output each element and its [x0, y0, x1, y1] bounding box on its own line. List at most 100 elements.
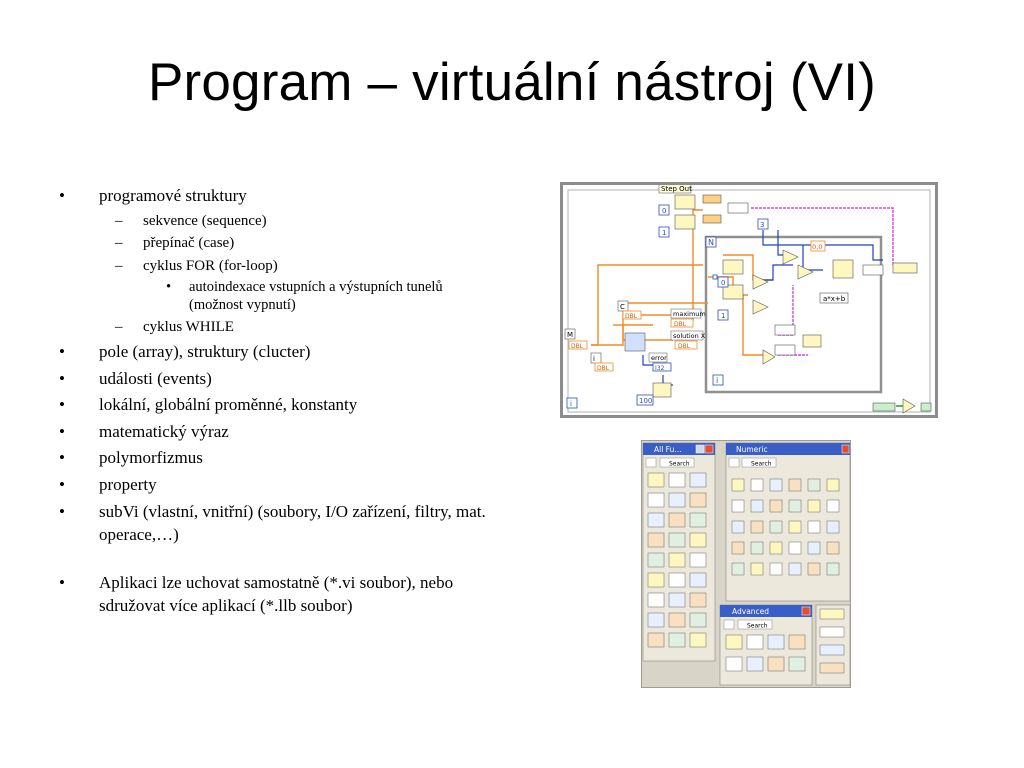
palette-function-icon-8[interactable]	[689, 512, 707, 528]
palette-function-icon-26[interactable]	[689, 632, 707, 648]
palette-function-icon-21[interactable]	[647, 612, 665, 628]
advanced-function-icon-3[interactable]	[788, 634, 806, 650]
numeric-function-icon-4[interactable]	[807, 478, 821, 492]
palette-function-icon-3[interactable]	[647, 492, 665, 508]
palette-function-icon-13[interactable]	[668, 552, 686, 568]
minimize-icon[interactable]	[695, 444, 705, 454]
numeric-function-icon-1[interactable]	[750, 478, 764, 492]
palette-function-icon-9[interactable]	[647, 532, 665, 548]
palette-function-icon-19[interactable]	[668, 592, 686, 608]
search-label-1: Search	[669, 461, 690, 468]
palette-function-icon-23[interactable]	[689, 612, 707, 628]
search-button-2[interactable]	[741, 457, 777, 468]
advanced-function-icon-7[interactable]	[788, 656, 806, 672]
numeric-function-icon-15[interactable]	[788, 520, 802, 534]
numeric-function-icon-6[interactable]	[731, 499, 745, 513]
numeric-function-icon-7[interactable]	[750, 499, 764, 513]
numeric-function-icon-19[interactable]	[750, 541, 764, 555]
close-icon[interactable]	[704, 444, 714, 454]
numeric-function-icon-5[interactable]	[826, 478, 840, 492]
numeric-function-icon-0[interactable]	[731, 478, 745, 492]
const-zero-b: 0	[721, 279, 725, 287]
const-three: 3	[760, 221, 764, 229]
dbl-tag-5: DBL	[678, 343, 691, 350]
numeric-function-icon-23[interactable]	[826, 541, 840, 555]
const-hundred: 100	[639, 397, 652, 405]
numeric-title: Numeric	[736, 445, 768, 454]
search-button-3[interactable]	[737, 619, 773, 630]
numeric-function-icon-16[interactable]	[807, 520, 821, 534]
palette-function-icon-18[interactable]	[647, 592, 665, 608]
advanced-title: Advanced	[732, 607, 769, 616]
palette-function-icon-12[interactable]	[647, 552, 665, 568]
side-function-icon-3[interactable]	[819, 662, 845, 674]
advanced-function-icon-4[interactable]	[725, 656, 743, 672]
up-arrow-icon-2[interactable]	[728, 457, 740, 468]
palette-function-icon-16[interactable]	[668, 572, 686, 588]
palette-function-icon-20[interactable]	[689, 592, 707, 608]
solution-label: solution X	[673, 332, 706, 340]
numeric-function-icon-17[interactable]	[826, 520, 840, 534]
numeric-function-icon-21[interactable]	[788, 541, 802, 555]
numeric-function-icon-9[interactable]	[788, 499, 802, 513]
search-button[interactable]	[659, 457, 695, 468]
maximum-label: maximum	[673, 310, 706, 318]
numeric-function-icon-24[interactable]	[731, 562, 745, 576]
numeric-function-icon-29[interactable]	[826, 562, 840, 576]
side-function-icon-1[interactable]	[819, 626, 845, 638]
numeric-function-icon-12[interactable]	[731, 520, 745, 534]
side-icon-grid	[819, 608, 845, 674]
palette-function-icon-6[interactable]	[647, 512, 665, 528]
numeric-function-icon-3[interactable]	[788, 478, 802, 492]
bullet-math: matematický výraz	[58, 420, 498, 443]
side-function-icon-2[interactable]	[819, 644, 845, 656]
all-functions-title: All Fu...	[654, 445, 682, 454]
const-zz: 0,0	[812, 243, 822, 251]
palette-function-icon-22[interactable]	[668, 612, 686, 628]
palette-function-icon-5[interactable]	[689, 492, 707, 508]
palette-function-icon-7[interactable]	[668, 512, 686, 528]
numeric-function-icon-14[interactable]	[769, 520, 783, 534]
advanced-function-icon-6[interactable]	[767, 656, 785, 672]
up-arrow-icon-3[interactable]	[723, 619, 735, 630]
palette-function-icon-11[interactable]	[689, 532, 707, 548]
close-icon-2[interactable]	[841, 444, 850, 454]
advanced-function-icon-5[interactable]	[746, 656, 764, 672]
bullet-sequence: sekvence (sequence)	[58, 211, 498, 231]
side-function-icon-0[interactable]	[819, 608, 845, 620]
close-icon-3[interactable]	[801, 606, 811, 616]
numeric-function-icon-2[interactable]	[769, 478, 783, 492]
palette-function-icon-10[interactable]	[668, 532, 686, 548]
up-arrow-icon[interactable]	[645, 457, 657, 468]
bullet-save: Aplikaci lze uchovat samostatně (*.vi so…	[58, 571, 498, 617]
numeric-function-icon-22[interactable]	[807, 541, 821, 555]
numeric-function-icon-27[interactable]	[788, 562, 802, 576]
bullet-for-loop: cyklus FOR (for-loop)	[58, 256, 498, 276]
palette-function-icon-25[interactable]	[668, 632, 686, 648]
dbl-tag-1: DBL	[571, 343, 584, 350]
numeric-function-icon-10[interactable]	[807, 499, 821, 513]
block-diagram-canvas: Step Out N i	[564, 182, 932, 414]
numeric-function-icon-25[interactable]	[750, 562, 764, 576]
numeric-function-icon-20[interactable]	[769, 541, 783, 555]
palette-function-icon-15[interactable]	[647, 572, 665, 588]
palette-function-icon-17[interactable]	[689, 572, 707, 588]
numeric-function-icon-26[interactable]	[769, 562, 783, 576]
numeric-function-icon-11[interactable]	[826, 499, 840, 513]
numeric-function-icon-28[interactable]	[807, 562, 821, 576]
palette-function-icon-1[interactable]	[668, 472, 686, 488]
numeric-function-icon-8[interactable]	[769, 499, 783, 513]
palette-function-icon-2[interactable]	[689, 472, 707, 488]
numeric-function-icon-18[interactable]	[731, 541, 745, 555]
numeric-function-icon-13[interactable]	[750, 520, 764, 534]
palette-function-icon-0[interactable]	[647, 472, 665, 488]
bullet-variables: lokální, globální proměnné, konstanty	[58, 393, 498, 416]
bullet-polymorph: polymorfizmus	[58, 446, 498, 469]
palette-function-icon-24[interactable]	[647, 632, 665, 648]
palette-function-icon-4[interactable]	[668, 492, 686, 508]
advanced-function-icon-0[interactable]	[725, 634, 743, 650]
advanced-function-icon-1[interactable]	[746, 634, 764, 650]
palette-function-icon-14[interactable]	[689, 552, 707, 568]
advanced-function-icon-2[interactable]	[767, 634, 785, 650]
bullet-subvi: subVi (vlastní, vnitřní) (soubory, I/O z…	[58, 500, 498, 546]
